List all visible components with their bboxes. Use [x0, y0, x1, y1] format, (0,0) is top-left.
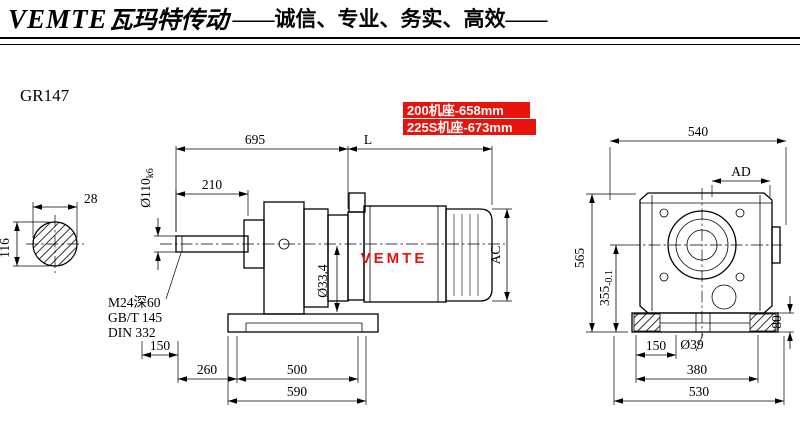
bolt-hole — [659, 272, 669, 282]
output-bore-mid — [675, 218, 729, 272]
end-view-base — [631, 312, 779, 333]
bolt-hole — [735, 272, 745, 282]
header-divider-thin — [0, 44, 800, 45]
brand-slogan: ——诚信、专业、务实、高效—— — [232, 7, 548, 31]
terminal-box — [348, 192, 366, 213]
bolt-hole — [659, 208, 669, 218]
dim-L-label: L — [364, 132, 372, 147]
watermark-text: VEMTE — [361, 250, 428, 267]
dim-530-label: 530 — [689, 384, 710, 399]
model-label: GR147 — [20, 86, 70, 105]
dim-AC-label: AC — [488, 246, 503, 265]
thread-note-line-3: DIN 332 — [108, 325, 156, 340]
dim-334-label: Ø33.4 — [315, 264, 330, 298]
dim-shaft-dia-label: Ø110k6 — [138, 168, 156, 208]
page-header: VEMTE瓦玛特传动——诚信、专业、务实、高效—— — [8, 3, 548, 36]
dim-39-label: Ø39 — [680, 337, 703, 352]
bolt-hole — [735, 208, 745, 218]
header-divider-thick — [0, 37, 800, 39]
shaft-section-circle — [32, 221, 78, 267]
output-bore-outer — [667, 210, 737, 280]
dim-695-label: 695 — [245, 132, 266, 147]
note-line-2: 225S机座-673mm — [407, 120, 513, 135]
highlight-note-block: 200机座-658mm 225S机座-673mm — [403, 102, 536, 135]
dim-590-label: 590 — [287, 384, 308, 399]
dim-260-label: 260 — [197, 362, 218, 377]
foot-section-right — [749, 313, 777, 332]
side-view-dimensions: 695 L 210 Ø110k6 Ø33.4 M24深60 GB/T 145 D… — [108, 132, 512, 405]
dim-150-side-label: 150 — [150, 338, 171, 353]
note-line-1: 200机座-658mm — [407, 103, 504, 118]
brand-logo: VEMTE — [8, 4, 108, 34]
brand-name-cn: 瓦玛特传动 — [108, 8, 229, 34]
shaft-end-view: 28 116 — [0, 191, 98, 273]
shaft-cover-boss — [771, 226, 781, 264]
mounting-base — [227, 313, 379, 333]
side-view: VEMTE — [160, 192, 505, 333]
dim-80-label: 80 — [769, 315, 784, 329]
dim-565-label: 565 — [572, 248, 587, 269]
dim-shaft-width-label: 28 — [84, 191, 98, 206]
fan-cowl — [445, 208, 493, 302]
dim-150-end-label: 150 — [646, 338, 667, 353]
dim-500-label: 500 — [287, 362, 308, 377]
dim-380-label: 380 — [687, 362, 708, 377]
thread-note-line-2: GB/T 145 — [108, 310, 162, 325]
output-shaft — [175, 235, 249, 253]
note-background-1 — [403, 102, 530, 118]
housing-plug — [278, 238, 290, 250]
foot-section-left — [633, 313, 661, 332]
motor-adapter — [327, 214, 349, 302]
dim-shaft-height-label: 116 — [0, 238, 12, 258]
output-bore-inner — [686, 229, 718, 261]
end-view-dimensions: 540 AD 565 355-0.1 80 — [572, 124, 794, 405]
thread-note-line-1: M24深60 — [108, 295, 161, 310]
dim-AD-label: AD — [731, 164, 751, 179]
gear-housing-front — [263, 201, 305, 315]
note-background-2 — [403, 119, 536, 135]
dim-540-label: 540 — [688, 124, 709, 139]
dim-210-label: 210 — [202, 177, 223, 192]
dim-355-label: 355-0.1 — [597, 270, 615, 306]
drain-plug-circle — [711, 284, 737, 310]
end-view — [628, 188, 782, 338]
